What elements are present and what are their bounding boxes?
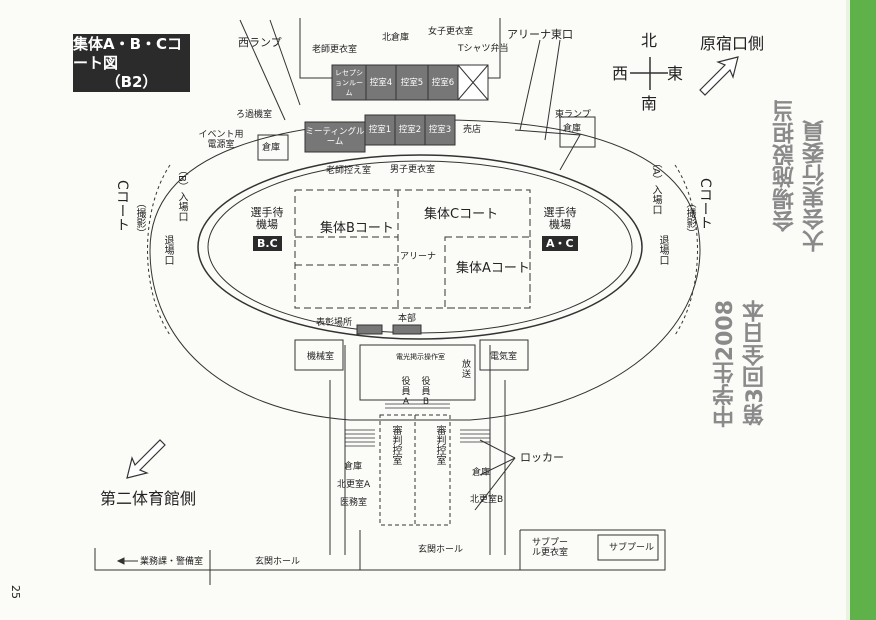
room-control-3: 控室3 [428, 125, 452, 135]
label-award-place: 表彰場所 [316, 318, 353, 328]
label-c-court-left: Cコート [114, 180, 130, 232]
label-c-court-left-sub: （撮影） [134, 198, 145, 238]
label-tshirt-bento: Tシャツ弁当 [458, 44, 509, 54]
label-shop: 売店 [463, 125, 482, 135]
map-title: 集体A・B・Cコート図 （B2） [73, 34, 190, 92]
badge-bc: B.C [253, 236, 282, 251]
page-edge-green [850, 0, 876, 620]
label-girls-changing: 女子更衣室 [428, 27, 474, 37]
room-control-5: 控室5 [400, 77, 424, 88]
label-changing-b: 北更室B [470, 495, 504, 505]
badge-ac: A・C [542, 236, 578, 251]
direction-second-gym: 第二体育館側 [100, 489, 197, 508]
title-line-2: （B2） [105, 72, 158, 91]
label-arena-east-exit: アリーナ東口 [507, 28, 573, 41]
compass-west: 西 [612, 64, 629, 83]
direction-office: 業務課・警備室 [140, 557, 204, 567]
label-teacher-changing: 老師更衣室 [312, 45, 358, 55]
room-control-1: 控室1 [368, 125, 392, 135]
label-teacher-waiting: 老師控え室 [326, 166, 372, 176]
label-court-a: 集体Aコート [456, 261, 530, 276]
label-entrance-hall-center: 玄関ホール [418, 545, 464, 555]
label-ro-room: ろ過機室 [236, 110, 273, 120]
label-west-ramp: 西ランプ [238, 36, 282, 49]
label-exit-left: 退場口 [162, 235, 173, 265]
label-officials-a: 役員A [401, 377, 411, 407]
label-broadcast-room: 電光掲示操作室 [396, 353, 445, 361]
label-electric-room: 電気室 [490, 352, 518, 362]
label-subpool: サブプール [609, 543, 655, 553]
room-control-6: 控室6 [431, 77, 455, 88]
label-court-c: 集体Cコート [424, 207, 499, 222]
label-medical: 医務室 [340, 498, 368, 508]
label-machine-room: 機械室 [307, 352, 335, 362]
label-entrance-b: （B）入場口 [176, 165, 187, 222]
label-entrance-a: （A）入場口 [650, 158, 661, 215]
label-court-b: 集体Bコート [320, 221, 394, 236]
compass-south: 南 [641, 94, 658, 113]
title-line-1: 集体A・B・Cコート図 [73, 34, 183, 72]
room-meeting: ミーティングルーム [305, 127, 365, 147]
label-player-area-bc: 選手待機場 [250, 206, 284, 231]
label-exit-right: 退場口 [657, 235, 668, 265]
label-arena: アリーナ [400, 252, 437, 262]
label-storage-lower-right: 倉庫 [472, 468, 491, 478]
label-storage: 倉庫 [262, 143, 281, 153]
direction-harajuku: 原宿口側 [700, 34, 765, 53]
label-subpool-changing: サブプール更衣室 [531, 538, 568, 558]
label-c-court-right-sub: （撮影） [684, 198, 695, 238]
label-boys-changing: 男子更衣室 [390, 165, 436, 175]
label-event-power: イベント用電源室 [198, 130, 244, 150]
compass-north: 北 [641, 31, 658, 50]
label-player-area-ac: 選手待機場 [543, 206, 577, 231]
label-changing-a: 北更室A [337, 480, 371, 490]
label-storage-lower-left: 倉庫 [344, 462, 363, 472]
label-entrance-hall-left: 玄関ホール [255, 557, 301, 567]
room-control-2: 控室2 [398, 125, 422, 135]
label-c-court-right: Cコート [697, 178, 713, 230]
label-lockers: ロッカー [520, 451, 564, 464]
label-east-ramp: 東ランプ [555, 110, 591, 120]
room-reception: レセプションルーム [335, 68, 363, 97]
page-edge-light [846, 0, 850, 620]
label-north-storage: 北倉庫 [382, 33, 410, 43]
page-number: 25 [9, 585, 22, 599]
label-headquarters: 本部 [398, 314, 417, 324]
label-broadcast: 放送 [462, 360, 472, 380]
compass-east: 東 [667, 64, 684, 83]
label-east-storage: 倉庫 [563, 124, 582, 134]
label-judges-left: 審判控室 [390, 425, 401, 465]
label-officials-b: 役員B [421, 377, 431, 407]
label-judges-right: 審判控室 [434, 425, 445, 465]
room-control-4: 控室4 [369, 77, 393, 88]
